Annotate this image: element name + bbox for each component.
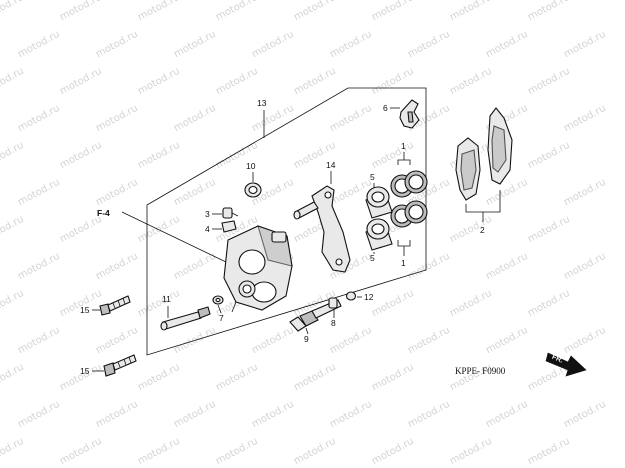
brake-pad-left bbox=[455, 137, 481, 201]
callout-3: 3 bbox=[205, 209, 210, 219]
caliper-body bbox=[223, 225, 293, 313]
washer bbox=[212, 295, 224, 305]
callout-12: 12 bbox=[364, 292, 374, 302]
callout-11: 11 bbox=[162, 294, 171, 304]
brake-pad-right bbox=[487, 107, 513, 185]
pistons bbox=[365, 186, 393, 251]
callout-14: 14 bbox=[326, 160, 336, 170]
callout-15-lower: 15 bbox=[80, 366, 90, 376]
front-indicator: FR. bbox=[551, 354, 564, 365]
callout-7: 7 bbox=[219, 313, 224, 323]
pad-spring bbox=[399, 99, 420, 129]
bleeder-valve bbox=[221, 207, 239, 233]
diagram-code: KPPE- F0900 bbox=[455, 366, 506, 376]
callout-10: 10 bbox=[246, 161, 256, 171]
mounting-bolt-lower bbox=[103, 354, 137, 377]
caliper-bracket bbox=[293, 185, 351, 273]
callout-2: 2 bbox=[480, 225, 485, 235]
callout-9: 9 bbox=[304, 334, 309, 344]
callout-8: 8 bbox=[331, 318, 336, 328]
front-arrow-icon bbox=[545, 352, 587, 377]
callout-1-upper: 1 bbox=[401, 141, 406, 151]
callout-5-upper: 5 bbox=[370, 172, 375, 182]
rubber-boot bbox=[345, 291, 357, 301]
callout-6: 6 bbox=[383, 103, 388, 113]
slide-pin bbox=[160, 306, 211, 331]
callout-1-lower: 1 bbox=[401, 258, 406, 268]
ref-label: F-4 bbox=[97, 208, 110, 218]
dust-seal bbox=[244, 182, 262, 198]
callout-4: 4 bbox=[205, 224, 210, 234]
mounting-bolt-upper bbox=[99, 295, 131, 316]
pin-boot bbox=[328, 297, 338, 309]
callout-5-lower: 5 bbox=[370, 253, 375, 263]
callout-15-upper: 15 bbox=[80, 305, 90, 315]
callout-13: 13 bbox=[257, 98, 267, 108]
piston-seals bbox=[390, 170, 428, 228]
